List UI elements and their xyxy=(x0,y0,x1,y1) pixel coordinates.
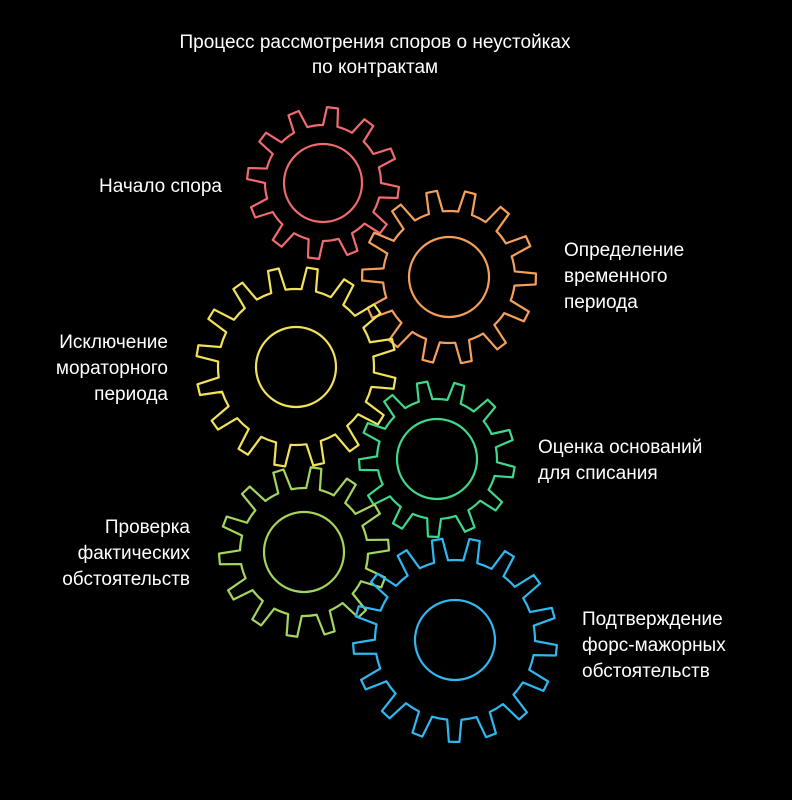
gear-hub-fact-check xyxy=(262,510,346,594)
label-fact-check: Проверка фактических обстоятельств xyxy=(62,517,190,590)
gear-start-dispute xyxy=(246,106,400,260)
gear-hub-time-period xyxy=(407,235,491,319)
label-moratorium-exclusion: Исключение мораторного периода xyxy=(55,332,168,405)
gear-moratorium-exclusion xyxy=(195,266,397,468)
diagram-title: Процесс рассмотрения споров о неустойках… xyxy=(0,30,750,80)
label-time-period: Определение временного периода xyxy=(564,240,685,313)
gear-time-period xyxy=(360,189,538,365)
label-writeoff-grounds: Оценка оснований для списания xyxy=(538,437,703,484)
gear-force-majeure xyxy=(351,537,558,744)
gear-hub-writeoff-grounds xyxy=(395,417,479,501)
gear-hub-start-dispute xyxy=(282,142,364,224)
label-force-majeure: Подтверждение форс-мажорных обстоятельст… xyxy=(582,609,726,682)
gear-hub-moratorium-exclusion xyxy=(254,325,338,409)
title-line-2: по контрактам xyxy=(311,57,439,78)
label-start-dispute: Начало спора xyxy=(99,176,222,197)
gear-writeoff-grounds xyxy=(357,380,516,539)
gear-fact-check xyxy=(217,466,391,638)
gear-hub-force-majeure xyxy=(413,598,497,682)
title-line-1: Процесс рассмотрения споров о неустойках xyxy=(179,32,571,53)
